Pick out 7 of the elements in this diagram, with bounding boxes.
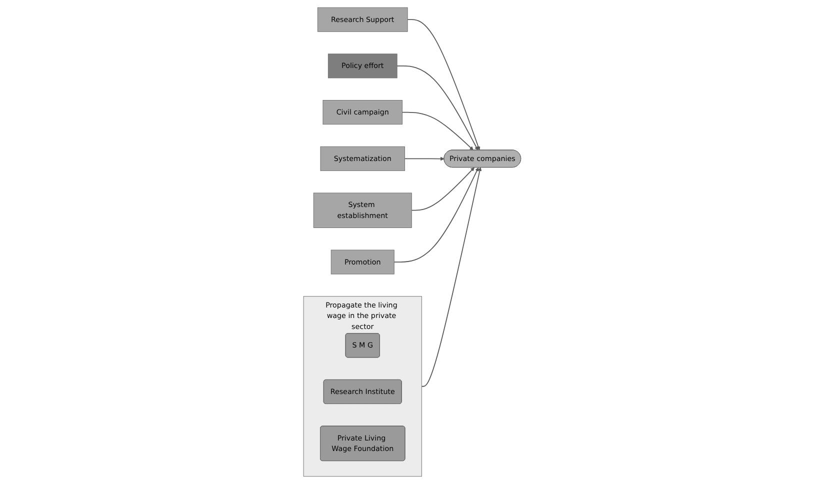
arrow bbox=[393, 167, 478, 262]
arrow bbox=[402, 112, 474, 150]
arrow bbox=[406, 19, 480, 150]
arrow bbox=[396, 66, 478, 150]
arrow bbox=[404, 156, 444, 161]
arrow bbox=[411, 167, 474, 211]
arrow bbox=[421, 167, 482, 387]
